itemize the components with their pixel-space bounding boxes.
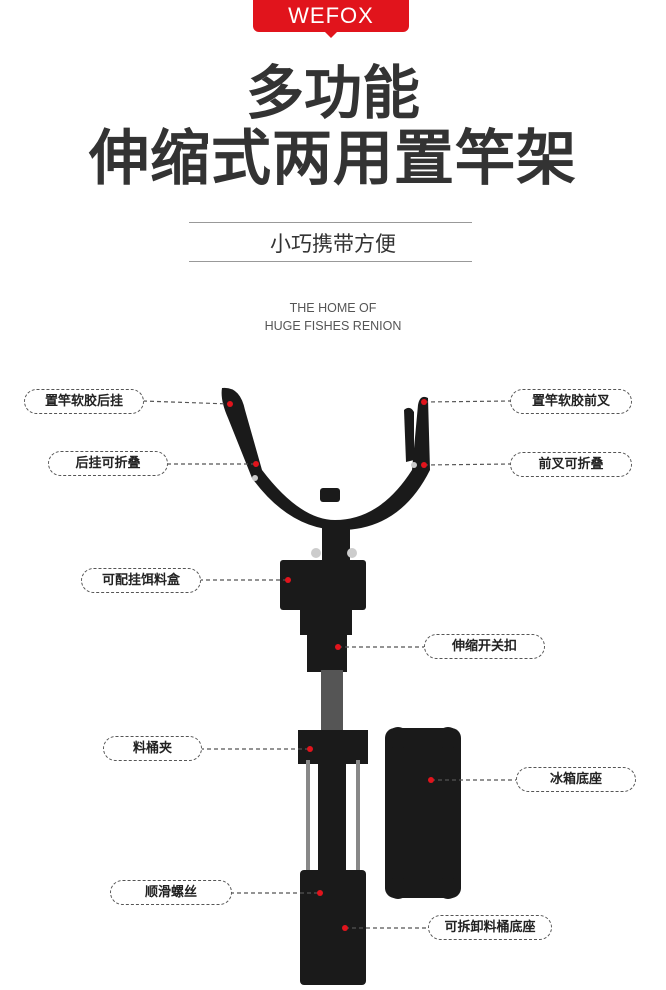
title-line-1: 多功能: [245, 59, 420, 127]
tagline-line-2: HUGE FISHES RENION: [264, 319, 402, 333]
brand-badge: WEFOX: [253, 0, 409, 38]
callout-front-fork: 置竿软胶前叉: [510, 389, 632, 414]
bait-box-mount: [280, 560, 366, 610]
callout-smooth-screw: 顺滑螺丝: [110, 880, 232, 905]
title-line-2: 伸缩式两用置竿架: [89, 124, 577, 194]
cooler-base: [385, 728, 461, 898]
callout-telescopic-lock: 伸缩开关扣: [424, 634, 545, 659]
bucket-base: [300, 870, 366, 985]
callout-front-foldable: 前叉可折叠: [510, 452, 632, 477]
callout-bucket-base: 可拆卸料桶底座: [428, 915, 552, 940]
callout-bait-box: 可配挂饵料盒: [81, 568, 201, 593]
divider-bottom: [189, 261, 472, 262]
callout-rear-foldable: 后挂可折叠: [48, 451, 168, 476]
rod-yoke: [221, 387, 430, 530]
tagline-line-1: THE HOME OF: [289, 301, 377, 315]
callout-rear-hook: 置竿软胶后挂: [24, 389, 144, 414]
subtitle: 小巧携带方便: [270, 232, 396, 256]
divider-top: [189, 222, 472, 223]
callout-bucket-clamp: 料桶夹: [103, 736, 202, 761]
telescopic-lock: [307, 632, 347, 672]
callout-cooler-base: 冰箱底座: [516, 767, 636, 792]
